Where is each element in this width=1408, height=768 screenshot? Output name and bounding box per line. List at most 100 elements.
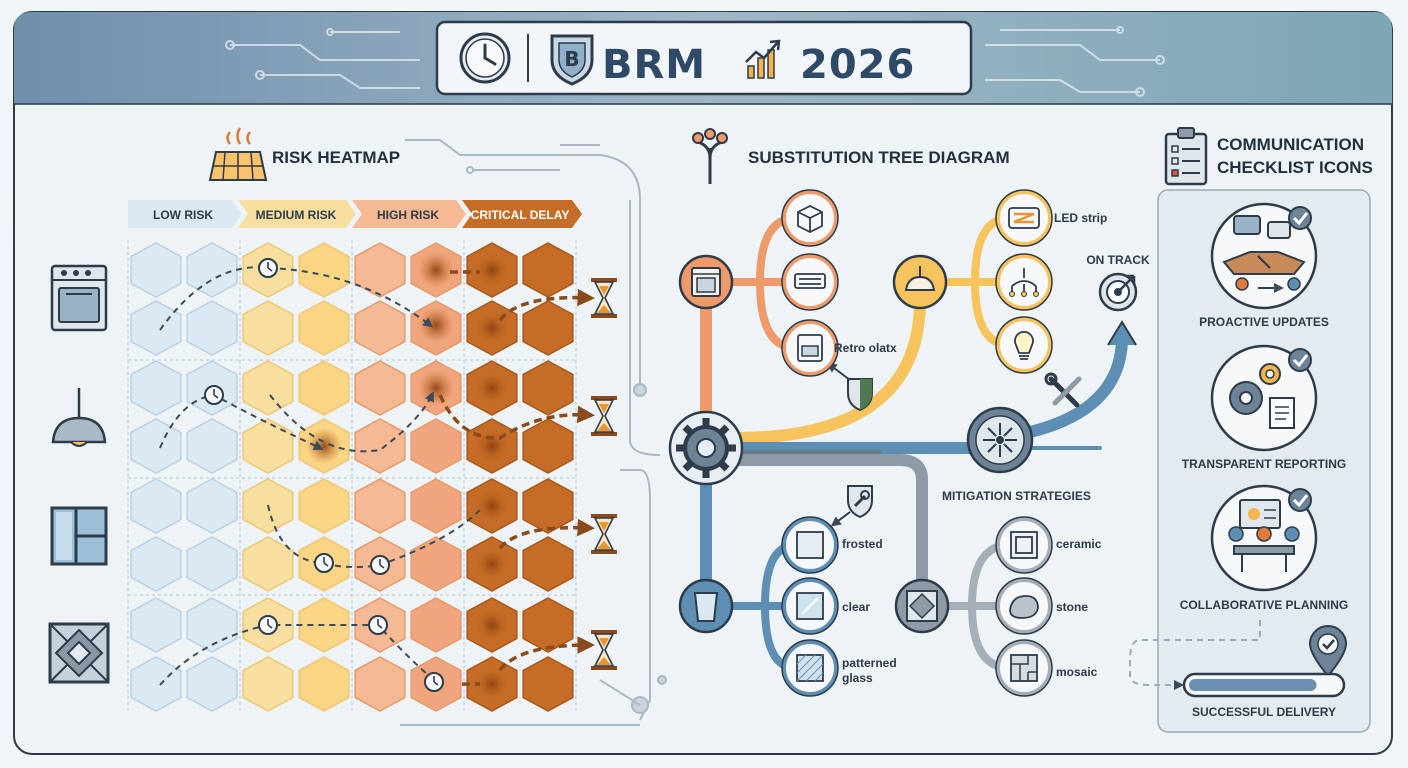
heat-cell [186, 242, 238, 298]
mitigation-strategies-label: MITIGATION STRATEGIES [942, 489, 1091, 503]
heat-cell [130, 536, 182, 592]
window-icon [50, 506, 108, 566]
ac-unit-node [781, 253, 839, 311]
clear-label: clear [842, 600, 870, 614]
heat-cell [354, 300, 406, 356]
clock-icon [459, 32, 511, 84]
on-track-arrowhead [1107, 320, 1137, 346]
header: B BRM 2026 [14, 12, 1392, 105]
led-strip-node [995, 189, 1053, 247]
heat-cell [522, 418, 574, 474]
heat-cell [298, 242, 350, 298]
heat-cell [242, 300, 294, 356]
hourglass-icon [591, 278, 617, 318]
mini-clock-icon [370, 555, 390, 575]
heat-cell [186, 536, 238, 592]
stone-label: stone [1056, 600, 1088, 614]
tile-icon [48, 622, 110, 684]
location-check-pin-icon [1308, 625, 1348, 678]
ceramic-label: ceramic [1056, 537, 1102, 551]
heat-cell [186, 478, 238, 534]
heatmap-tree-connectors [400, 139, 667, 726]
frosted-glass-node [781, 516, 839, 574]
hotspot [418, 252, 454, 288]
heat-cell [130, 242, 182, 298]
heat-cell [410, 536, 462, 592]
heat-cell [354, 242, 406, 298]
heat-cell [354, 478, 406, 534]
risk-band-headers: LOW RISK MEDIUM RISK HIGH RISK CRITICAL … [128, 200, 582, 228]
proactive-updates-label: PROACTIVE UPDATES [1199, 315, 1329, 329]
heat-cell [186, 656, 238, 712]
heat-cell [522, 300, 574, 356]
heat-cell [242, 536, 294, 592]
title-brm: BRM [602, 42, 706, 88]
hourglass-icon [591, 396, 617, 436]
heat-cell [354, 360, 406, 416]
heat-cell [298, 300, 350, 356]
mini-clock-icon [424, 672, 444, 692]
heat-cell [298, 478, 350, 534]
band-low-risk: LOW RISK [153, 208, 213, 222]
mini-clock-icon [258, 615, 278, 635]
substitute-nodes [781, 189, 1053, 697]
wrench-shield-icon [847, 485, 873, 519]
led-strip-label: LED strip [1054, 211, 1107, 225]
shield-b-icon: B [550, 34, 594, 86]
tile-node [894, 578, 950, 634]
communication-checklist-section: COMMUNICATION CHECKLIST ICONS PROACTIVE … [1129, 127, 1373, 733]
successful-delivery-label: SUCCESSFUL DELIVERY [1192, 705, 1336, 719]
hotspot [418, 370, 454, 406]
hotspot [474, 666, 510, 702]
heat-cell [522, 656, 574, 712]
heat-cell [186, 300, 238, 356]
frosted-pointer [830, 511, 851, 527]
patterned-glass-node [781, 639, 839, 697]
heat-cell [242, 360, 294, 416]
tree-title: SUBSTITUTION TREE DIAGRAM [748, 148, 1010, 167]
hotspot [474, 252, 510, 288]
heat-cell [130, 597, 182, 653]
checklist-panel [1157, 189, 1371, 733]
clear-glass-node [781, 577, 839, 635]
mini-clock-icon [204, 385, 224, 405]
substitution-tree-section: SUBSTITUTION TREE DIAGRAM [668, 128, 1150, 697]
bulb-node [995, 316, 1053, 374]
handshake-icon [1210, 202, 1318, 310]
mini-clock-icon [368, 615, 388, 635]
checklist-title-line1: COMMUNICATION [1217, 135, 1364, 154]
hourglasses [591, 278, 617, 670]
heat-cell [186, 418, 238, 474]
lamp-node [892, 254, 948, 310]
retro-appliance-node [781, 319, 839, 377]
on-track-label: ON TRACK [1086, 253, 1150, 267]
risk-heatmap-section: RISK HEATMAP LOW RISK MEDIUM RISK HIGH R… [48, 127, 617, 712]
mitigation-hub-icon [966, 406, 1034, 474]
heatmap-title: RISK HEATMAP [272, 148, 400, 167]
frosted-label: frosted [842, 537, 883, 551]
heat-cell [242, 418, 294, 474]
heat-cell [522, 597, 574, 653]
target-icon [1098, 272, 1138, 312]
box-node [781, 189, 839, 247]
heat-cell [410, 478, 462, 534]
heat-cell [130, 418, 182, 474]
hourglass-icon [591, 514, 617, 554]
mini-clock-icon [258, 258, 278, 278]
heat-cell [130, 478, 182, 534]
meeting-icon [1210, 484, 1318, 592]
heat-cell [354, 418, 406, 474]
mini-clocks [204, 258, 444, 692]
hourglass-icon [591, 630, 617, 670]
svg-text:B: B [564, 47, 579, 71]
heat-cell [522, 478, 574, 534]
pendant-lamp-icon [51, 388, 107, 447]
heat-cell [130, 360, 182, 416]
hotspot [474, 607, 510, 643]
stone-node [995, 577, 1053, 635]
mosaic-label: mosaic [1056, 665, 1098, 679]
hotspot [474, 370, 510, 406]
heat-cell [410, 597, 462, 653]
